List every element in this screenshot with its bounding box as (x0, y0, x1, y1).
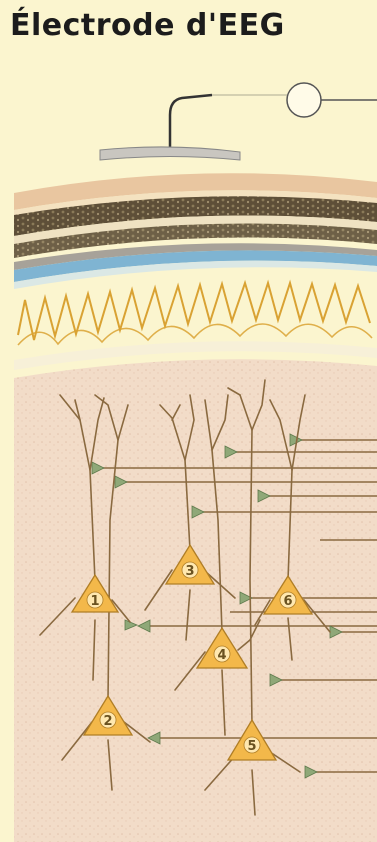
neuron-2-label: 2 (103, 714, 112, 729)
eeg-electrode (100, 83, 377, 160)
blood-vessels-layer (18, 283, 372, 345)
neuron-5-label: 5 (247, 739, 256, 754)
neuron-4-label: 4 (217, 648, 226, 663)
electrode-connector-icon (287, 83, 321, 117)
meninges-layer (14, 243, 377, 289)
neuron-6-label: 6 (283, 594, 292, 609)
neuron-3-label: 3 (185, 564, 194, 579)
neuron-1-label: 1 (90, 594, 99, 609)
cortex-region (14, 359, 377, 842)
